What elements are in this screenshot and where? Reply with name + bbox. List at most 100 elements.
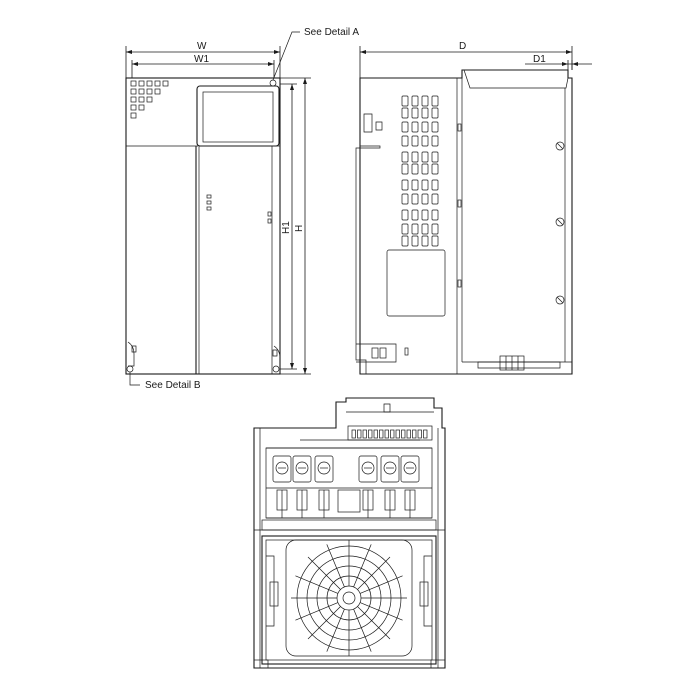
vent-slot <box>411 121 419 133</box>
control-pin <box>390 429 395 439</box>
grill-spoke <box>353 608 372 652</box>
vent-slot <box>431 151 439 163</box>
detail-b-callout: See Detail B <box>145 380 201 391</box>
grill-spoke <box>307 606 341 640</box>
terminal-screw <box>361 461 375 475</box>
logo-dot <box>138 96 145 103</box>
dim-label-d1: D1 <box>533 54 546 65</box>
grill-spoke <box>359 602 403 621</box>
vent-slot <box>401 121 409 133</box>
vent-slot <box>431 163 439 175</box>
control-terminal-strip <box>347 425 433 441</box>
vent-slot <box>401 179 409 191</box>
vent-slot <box>421 235 429 247</box>
bottom-view-body <box>253 397 446 669</box>
vent-slot <box>421 193 429 205</box>
logo-dot <box>130 112 137 119</box>
control-pin <box>406 429 411 439</box>
vent-slot <box>411 107 419 119</box>
vent-slot <box>401 223 409 235</box>
power-terminal-block <box>272 455 420 518</box>
vent-slot <box>411 223 419 235</box>
logo-dot <box>146 96 153 103</box>
vent-slots <box>401 95 439 247</box>
logo-dot <box>154 88 161 95</box>
logo-dot <box>146 88 153 95</box>
terminal-housing <box>314 455 334 483</box>
control-pin <box>368 429 373 439</box>
side-view-body <box>359 69 573 375</box>
dim-label-d: D <box>459 41 466 52</box>
screw-slot <box>556 296 564 304</box>
front-view-body <box>125 77 281 375</box>
dim-label-w: W <box>197 41 207 52</box>
vent-slot <box>421 163 429 175</box>
grill-spoke <box>357 556 391 590</box>
logo-dot <box>130 80 137 87</box>
vent-slot <box>411 151 419 163</box>
fan-guard-grill <box>291 540 407 656</box>
control-pin <box>412 429 417 439</box>
control-pin <box>357 429 362 439</box>
fan-hub <box>342 591 356 605</box>
control-pin <box>401 429 406 439</box>
grill-ring <box>336 585 362 611</box>
vent-slot <box>431 179 439 191</box>
logo-dot <box>138 88 145 95</box>
grill-spoke <box>326 544 345 588</box>
vent-slot <box>401 107 409 119</box>
vent-slot <box>421 107 429 119</box>
control-pin <box>417 429 422 439</box>
terminal-screw <box>403 461 417 475</box>
screw-slot <box>556 142 564 150</box>
terminal-housing <box>400 455 420 483</box>
dim-label-w1: W1 <box>194 54 209 65</box>
terminal-screw <box>295 461 309 475</box>
logo-dot <box>154 80 161 87</box>
vent-slot <box>421 209 429 221</box>
vent-slot <box>421 151 429 163</box>
center-clamp <box>337 489 361 513</box>
vent-slot <box>431 235 439 247</box>
control-pin <box>423 429 428 439</box>
control-pin <box>351 429 356 439</box>
logo-dot <box>130 104 137 111</box>
vent-slot <box>401 209 409 221</box>
vent-slot <box>431 107 439 119</box>
logo-dot <box>146 80 153 87</box>
front-view: W W1 H H1 See Detail A See Detail B <box>125 27 359 391</box>
logo-dot <box>130 96 137 103</box>
vent-slot <box>431 135 439 147</box>
bottom-view <box>253 397 446 669</box>
vent-slot <box>411 193 419 205</box>
grill-spoke <box>359 575 403 594</box>
vent-slot <box>431 193 439 205</box>
vent-slot <box>431 95 439 107</box>
terminal-screw <box>383 461 397 475</box>
screw-head <box>555 295 565 305</box>
terminal-housing <box>358 455 378 483</box>
detail-a-callout: See Detail A <box>304 27 359 38</box>
control-pin <box>362 429 367 439</box>
grill-spoke <box>353 544 372 588</box>
terminal-housing <box>272 455 292 483</box>
side-view: D D1 <box>355 41 592 375</box>
vent-slot <box>411 235 419 247</box>
grill-spoke <box>357 606 391 640</box>
terminal-screw <box>275 461 289 475</box>
grill-spoke <box>295 602 339 621</box>
vent-slot <box>421 135 429 147</box>
terminal-screw <box>317 461 331 475</box>
control-pin <box>379 429 384 439</box>
vent-slot <box>421 179 429 191</box>
vent-slot <box>421 223 429 235</box>
vent-slot <box>401 95 409 107</box>
vent-slot <box>421 121 429 133</box>
vent-slot <box>411 95 419 107</box>
vent-slot <box>401 163 409 175</box>
side-access-panel <box>386 249 446 317</box>
vent-slot <box>421 95 429 107</box>
vent-slot <box>411 135 419 147</box>
vent-slot <box>411 209 419 221</box>
